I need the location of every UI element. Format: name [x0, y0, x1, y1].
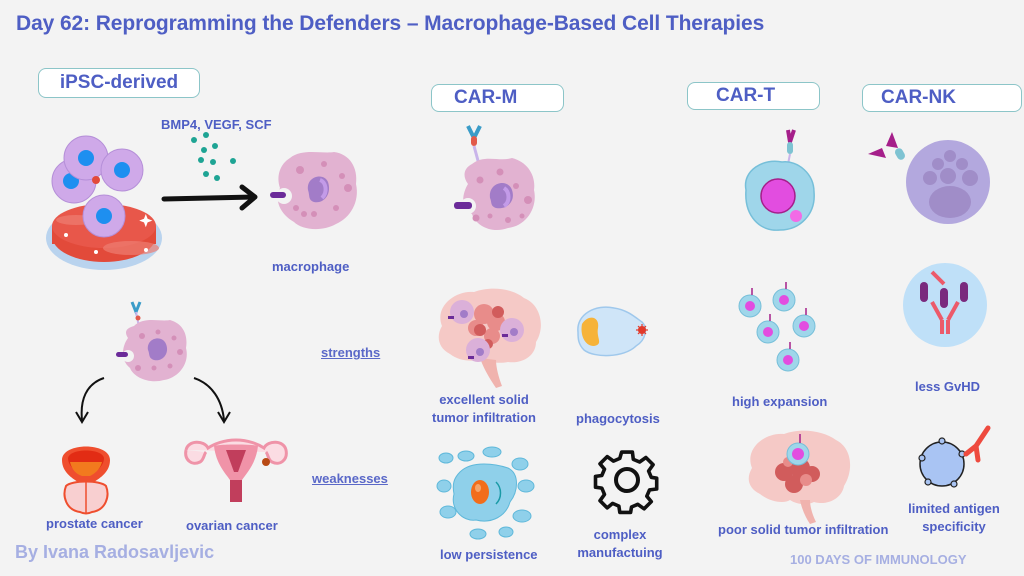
- t-cell-icon: [744, 129, 815, 231]
- label-line: excellent solid: [439, 392, 529, 407]
- arrow-right-icon: [161, 184, 258, 211]
- curved-arrow-right-icon: [193, 377, 231, 424]
- t-cell-cluster-icon: [738, 282, 816, 372]
- weaknesses-label: weaknesses: [312, 471, 388, 486]
- uterus-icon: [184, 438, 288, 502]
- macrophage-icon: [270, 152, 357, 230]
- prostate-icon: [62, 446, 110, 515]
- petri-dish-stem-cells-icon: [46, 135, 162, 270]
- car-m-cell-icon: [454, 125, 535, 231]
- section-pill-car-t: CAR-T: [687, 82, 820, 110]
- section-pill-car-nk: CAR-NK: [862, 84, 1022, 112]
- series-credit: 100 DAYS OF IMMUNOLOGY: [790, 552, 967, 567]
- brain-tumor-car-m-icon: [438, 288, 541, 388]
- macrophage-label: macrophage: [272, 259, 350, 274]
- curved-arrow-left-icon: [75, 377, 105, 424]
- label-line: complex: [593, 527, 647, 542]
- section-label: CAR-T: [716, 85, 776, 106]
- label-line: specificity: [922, 519, 986, 534]
- car-t-weakness-label: poor solid tumor infiltration: [718, 522, 889, 537]
- brain-tumor-car-t-icon: [748, 430, 851, 524]
- car-nk-strength-label: less GvHD: [915, 379, 981, 394]
- section-pill-car-m: CAR-M: [431, 84, 564, 112]
- car-nk-weakness-label: limited antigen specificity: [902, 500, 1006, 536]
- label-line: tumor infiltration: [432, 410, 536, 425]
- author-credit: By Ivana Radosavljevic: [15, 542, 215, 562]
- phagocyte-icon: [577, 306, 648, 357]
- car-m-weakness-1-label: low persistence: [440, 547, 538, 562]
- page-title: Day 62: Reprogramming the Defenders – Ma…: [16, 12, 765, 35]
- immune-cell-with-antibody-icon: [918, 425, 991, 488]
- section-label: CAR-M: [454, 87, 518, 108]
- cells-cluster-icon: [436, 446, 535, 540]
- car-m-weakness-2-label: complex manufactuing: [574, 526, 666, 562]
- prostate-cancer-label: prostate cancer: [46, 516, 143, 531]
- car-macrophage-icon: [116, 301, 187, 382]
- section-pill-ipsc: iPSC-derived: [38, 68, 200, 98]
- strengths-label: strengths: [321, 345, 381, 360]
- car-t-strength-label: high expansion: [732, 394, 828, 409]
- car-m-strength-1-label: excellent solid tumor infiltration: [426, 391, 542, 427]
- car-m-strength-2-label: phagocytosis: [576, 411, 660, 426]
- nk-cell-icon: [868, 132, 990, 224]
- section-label: CAR-NK: [881, 87, 956, 108]
- gear-icon: [593, 450, 659, 515]
- growth-factor-dots-icon: [191, 132, 236, 181]
- label-line: manufactuing: [577, 545, 663, 560]
- label-line: limited antigen: [908, 501, 1000, 516]
- ovarian-cancer-label: ovarian cancer: [186, 518, 278, 533]
- growth-factors-label: BMP4, VEGF, SCF: [161, 117, 272, 132]
- section-label: iPSC-derived: [59, 72, 179, 93]
- antibody-icon: [903, 263, 987, 347]
